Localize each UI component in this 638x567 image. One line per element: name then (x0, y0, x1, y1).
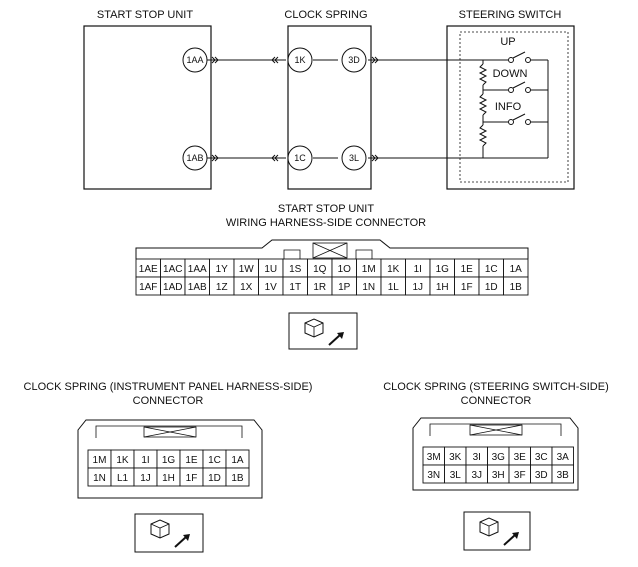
clock-spring-ip-pin-label: 1E (185, 455, 198, 466)
start-stop-connector-pin-label: 1AE (139, 264, 158, 275)
clock-spring-sw-pin-label: 3L (450, 470, 462, 481)
start-stop-connector-pin-label: 1S (289, 264, 302, 275)
start-stop-connector-icon (288, 312, 358, 350)
start-stop-connector-pin-label: 1B (510, 282, 523, 293)
clock-spring-sw-pin-label: 3K (449, 452, 462, 463)
clock-spring-ip-pin-label: 1N (93, 473, 106, 484)
clock-spring-sw-title-2: CONNECTOR (461, 395, 532, 407)
svg-text:1AA: 1AA (186, 55, 203, 65)
clock-spring-ip-connector: 1M 1K 1I 1G 1E 1C 1A 1N L1 1J 1H 1F 1D 1B (77, 419, 263, 499)
steering-switch-circuit (478, 51, 549, 158)
start-stop-connector-pin-label: 1Z (216, 282, 228, 293)
switch-up-label: UP (500, 36, 515, 48)
clock-spring-sw-pin-label: 3I (473, 452, 481, 463)
start-stop-connector-pin-label: 1T (289, 282, 301, 293)
start-stop-connector-pin-label: 1AD (163, 282, 182, 293)
start-stop-connector-pin-label: 1F (461, 282, 473, 293)
steering-switch-box (446, 25, 575, 190)
start-stop-connector-pin-label: 1AC (163, 264, 182, 275)
clock-spring-title: CLOCK SPRING (284, 9, 367, 21)
svg-text:3L: 3L (349, 153, 359, 163)
pin-1c: 1C (287, 145, 313, 171)
start-stop-connector-cell (503, 276, 529, 296)
start-stop-connector-pin-label: 1G (436, 264, 450, 275)
start-stop-connector: 1AE 1AC 1AA 1Y 1W 1U 1S 1Q 1O 1M 1K 1I 1G 1E 1C 1A 1AF 1A… (135, 239, 529, 296)
clock-spring-sw-pin-label: 3A (557, 452, 570, 463)
clock-spring-box (287, 25, 372, 190)
steering-switch-inner-box (459, 31, 569, 183)
clock-spring-ip-pin-label: 1B (231, 473, 244, 484)
start-stop-connector-pin-label: 1X (240, 282, 253, 293)
start-stop-connector-pin-label: 1L (388, 282, 400, 293)
start-stop-connector-pin-label: 1AF (139, 282, 157, 293)
clock-spring-ip-pin-label: 1K (116, 455, 129, 466)
pin-3l: 3L (341, 145, 367, 171)
clock-spring-ip-pin-label: 1G (162, 455, 176, 466)
start-stop-unit-box (83, 25, 212, 190)
switch-info-label: INFO (495, 101, 522, 113)
start-stop-connector-pin-label: 1O (338, 264, 352, 275)
clock-spring-ip-pin-label: 1M (93, 455, 107, 466)
clock-spring-sw-pin-label: 3M (427, 452, 441, 463)
clock-spring-sw-pin-label: 3D (535, 470, 548, 481)
pin-3d: 3D (341, 47, 367, 73)
clock-spring-ip-pin-label: 1C (208, 455, 221, 466)
pin-1ab: 1AB (182, 145, 208, 171)
clock-spring-sw-pin-label: 3E (514, 452, 527, 463)
clock-spring-ip-pin-label: 1J (140, 473, 151, 484)
clock-spring-ip-cell (225, 467, 250, 487)
svg-text:1AB: 1AB (186, 153, 203, 163)
clock-spring-sw-cell (551, 464, 574, 484)
start-stop-connector-pin-label: 1H (436, 282, 449, 293)
clock-spring-sw-pin-label: 3H (492, 470, 505, 481)
start-stop-connector-pin-label: 1Y (216, 264, 229, 275)
start-stop-connector-pin-label: 1N (362, 282, 375, 293)
start-stop-connector-pin-label: 1D (485, 282, 498, 293)
clock-spring-ip-pin-label: 1I (141, 455, 149, 466)
switch-down-label: DOWN (493, 68, 528, 80)
clock-spring-ip-pin-label: 1F (186, 473, 198, 484)
clock-spring-ip-pin-label: 1A (231, 455, 244, 466)
start-stop-connector-title-1: START STOP UNIT (278, 203, 374, 215)
clock-spring-sw-pin-label: 3N (427, 470, 440, 481)
start-stop-connector-pin-label: 1J (412, 282, 423, 293)
start-stop-connector-title-2: WIRING HARNESS-SIDE CONNECTOR (226, 217, 426, 229)
svg-text:1K: 1K (294, 55, 305, 65)
clock-spring-sw-pin-label: 3B (557, 470, 570, 481)
svg-text:3D: 3D (348, 55, 360, 65)
start-stop-connector-pin-label: 1I (414, 264, 422, 275)
clock-spring-sw-connector: 3M 3K 3I 3G 3E 3C 3A 3N 3L 3J 3H 3F 3D 3B (412, 417, 579, 491)
clock-spring-ip-connector-icon (134, 513, 204, 553)
clock-spring-sw-pin-label: 3F (514, 470, 526, 481)
start-stop-connector-pin-label: 1E (461, 264, 474, 275)
clock-spring-ip-pin-label: 1D (208, 473, 221, 484)
svg-text:1C: 1C (294, 153, 306, 163)
start-stop-connector-pin-label: 1U (264, 264, 277, 275)
start-stop-connector-pin-label: 1W (239, 264, 255, 275)
clock-spring-ip-title-1: CLOCK SPRING (INSTRUMENT PANEL HARNESS-S… (24, 381, 313, 393)
clock-spring-sw-pin-label: 3J (471, 470, 482, 481)
start-stop-connector-pin-label: 1M (362, 264, 376, 275)
start-stop-connector-pin-label: 1A (510, 264, 523, 275)
clock-spring-sw-title-1: CLOCK SPRING (STEERING SWITCH-SIDE) (383, 381, 609, 393)
clock-spring-sw-pin-label: 3C (535, 452, 548, 463)
pin-1k: 1K (287, 47, 313, 73)
start-stop-connector-pin-label: 1Q (313, 264, 327, 275)
start-stop-connector-pin-label: 1P (338, 282, 351, 293)
start-stop-connector-pin-label: 1AA (188, 264, 207, 275)
start-stop-connector-pin-label: 1R (313, 282, 326, 293)
clock-spring-ip-pin-label: 1H (162, 473, 175, 484)
start-stop-unit-title: START STOP UNIT (97, 9, 193, 21)
clock-spring-ip-pin-label: L1 (117, 473, 129, 484)
start-stop-connector-pin-label: 1V (265, 282, 278, 293)
clock-spring-sw-connector-icon (463, 511, 531, 551)
start-stop-connector-pin-label: 1AB (188, 282, 207, 293)
clock-spring-ip-title-2: CONNECTOR (133, 395, 204, 407)
start-stop-connector-pin-label: 1K (387, 264, 400, 275)
steering-switch-title: STEERING SWITCH (459, 9, 562, 21)
clock-spring-sw-pin-label: 3G (492, 452, 506, 463)
start-stop-connector-pin-label: 1C (485, 264, 498, 275)
pin-1aa: 1AA (182, 47, 208, 73)
